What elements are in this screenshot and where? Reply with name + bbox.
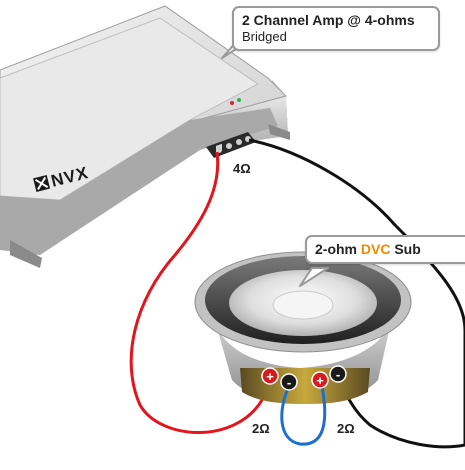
sub-callout-tail: [299, 267, 329, 287]
amp-front-edge: [0, 108, 278, 255]
coil1-impedance-label: 2Ω: [252, 421, 270, 436]
coil1-positive-terminal: [261, 367, 279, 385]
sub-callout-title-suffix: Sub: [390, 241, 421, 257]
sub-callout-title-prefix: 2-ohm: [315, 241, 361, 257]
coil1-negative-terminal: [280, 373, 298, 391]
sub-dust-cap: [272, 290, 334, 320]
amp-callout: 2 Channel Amp @ 4-ohms Bridged: [232, 6, 440, 51]
coil1-negative-sign: -: [287, 375, 291, 390]
amp-impedance-label: 4Ω: [233, 161, 251, 176]
sub-callout-title-accent: DVC: [360, 241, 391, 257]
sub-magnet: [240, 368, 370, 404]
sub-terminals: + - + -: [261, 365, 347, 391]
amp-callout-subtitle: Bridged: [242, 29, 287, 44]
coil2-positive-sign: +: [316, 373, 324, 388]
coil1-positive-sign: +: [266, 369, 274, 384]
amp-terminal-block: [206, 132, 256, 158]
coil2-impedance-label: 2Ω: [337, 421, 355, 436]
amp-foot-left: [10, 240, 42, 268]
coil2-negative-sign: -: [336, 367, 340, 382]
amplifier: NVX: [0, 5, 290, 268]
sub-callout: 2-ohm DVC Sub: [305, 235, 465, 264]
coil2-negative-terminal: [329, 365, 347, 383]
negative-wire: [248, 138, 465, 449]
amp-foot-right: [268, 124, 290, 140]
sub-callout-title: 2-ohm DVC Sub: [315, 241, 465, 258]
power-led: [230, 101, 234, 105]
subwoofer: [194, 251, 412, 404]
jumper-wire: [280, 385, 327, 446]
protect-led: [237, 98, 241, 102]
amp-callout-title: 2 Channel Amp @ 4-ohms: [242, 12, 415, 28]
coil2-positive-terminal: [311, 371, 329, 389]
